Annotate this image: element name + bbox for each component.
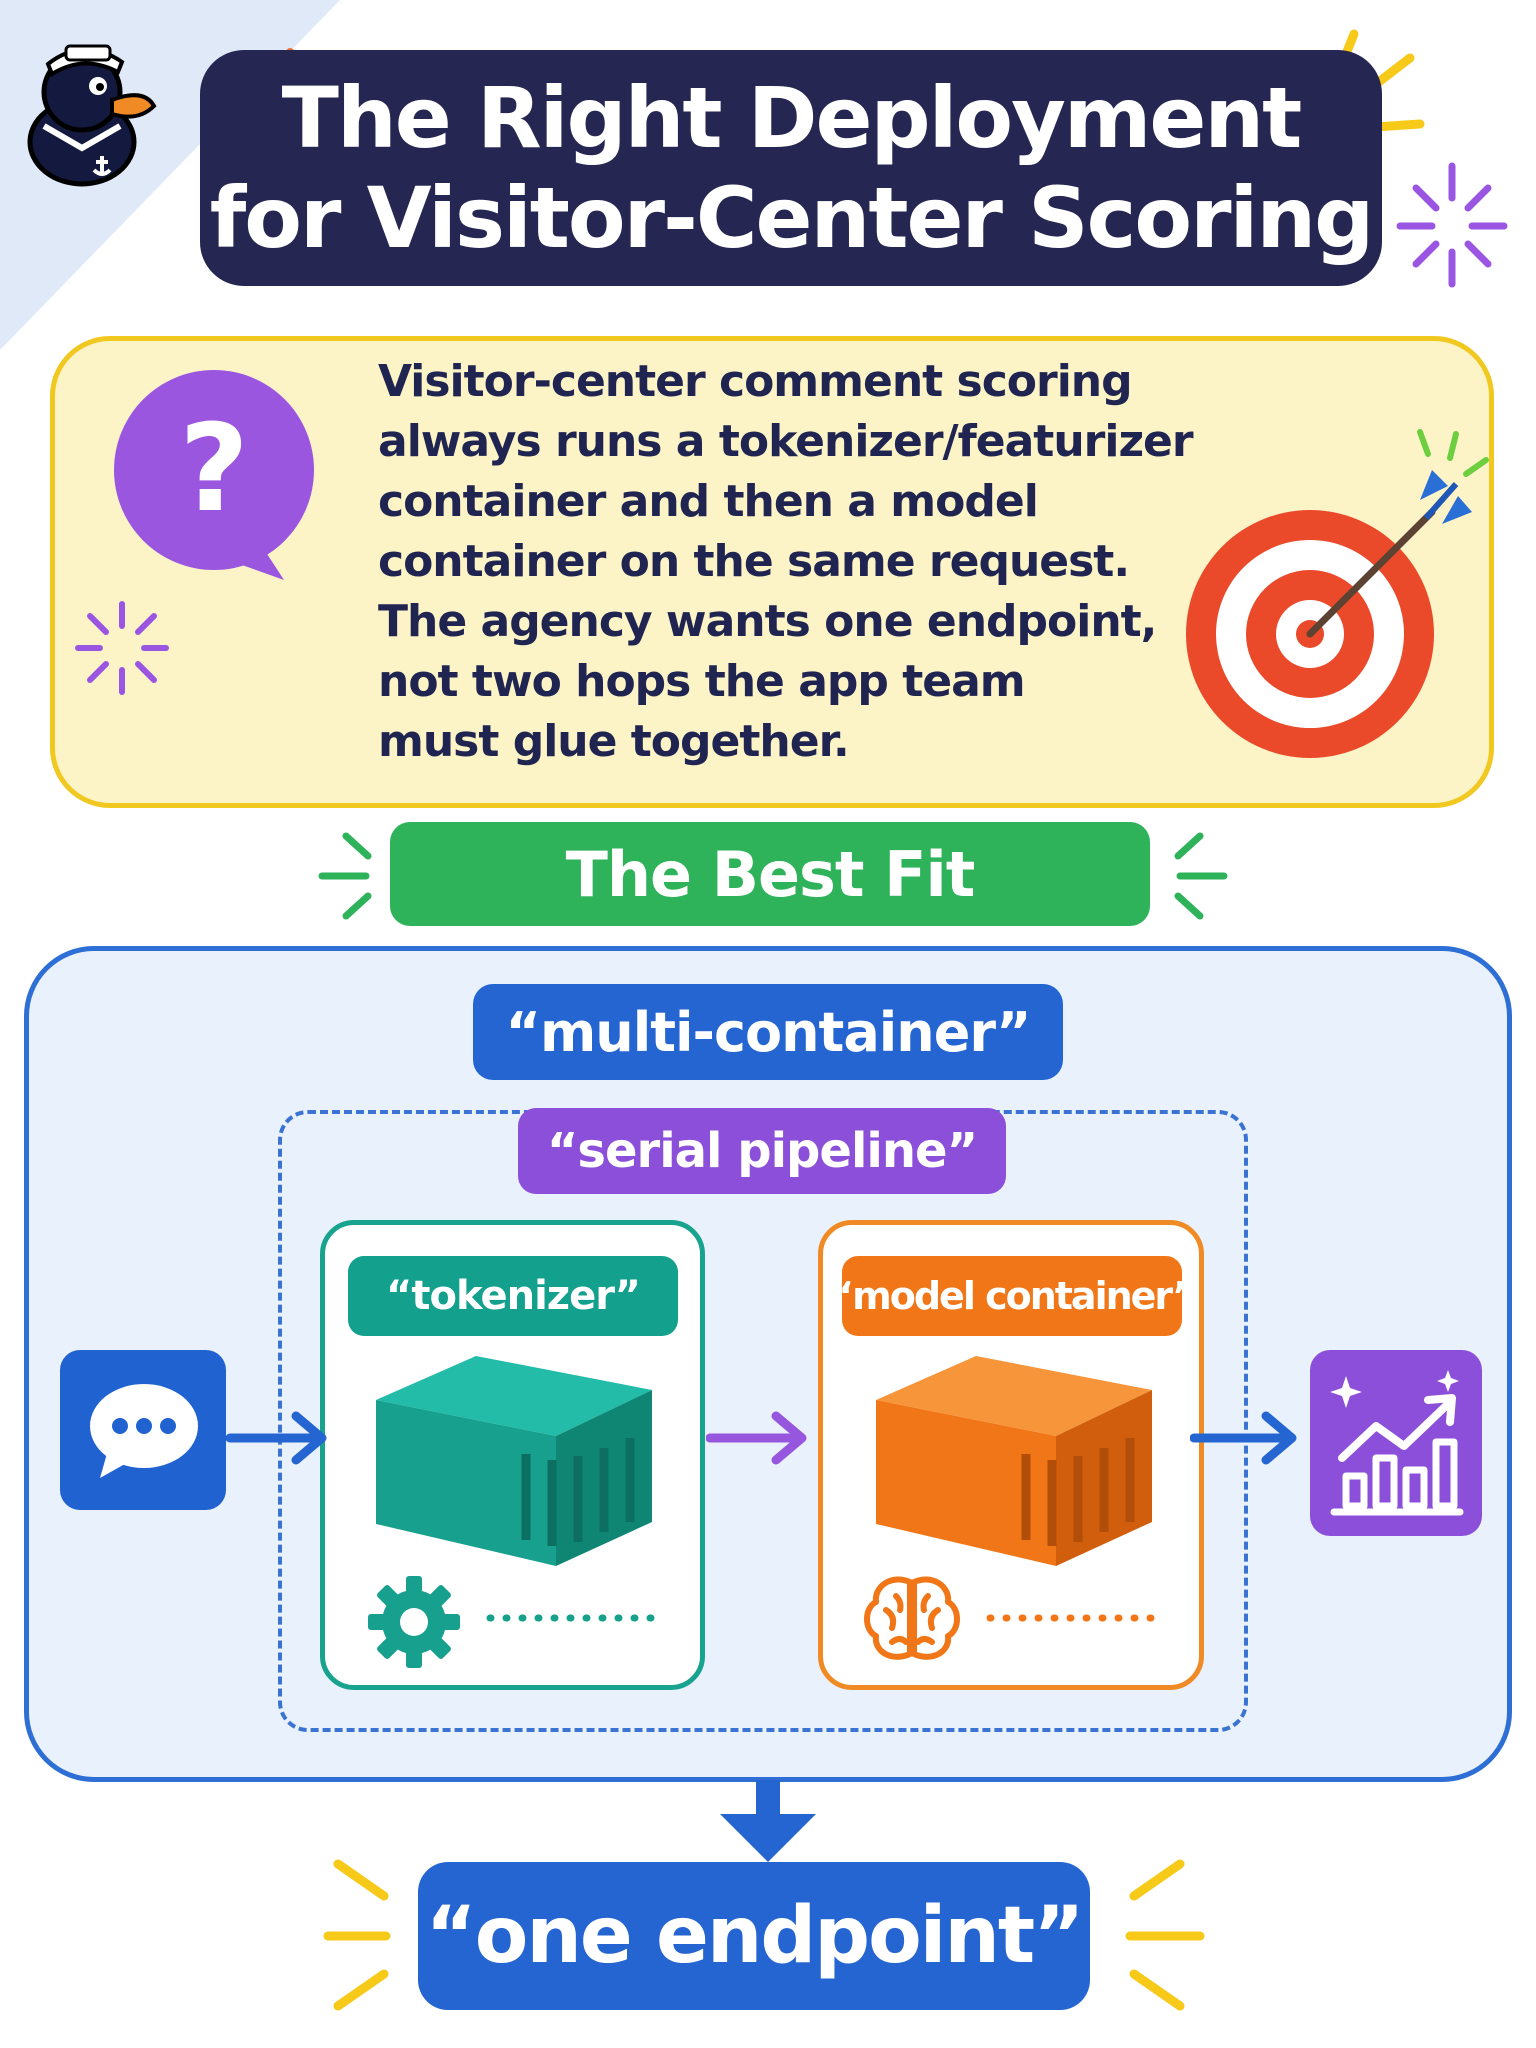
question-line: container on the same request. <box>378 536 1130 587</box>
model-container-icon <box>876 1356 1152 1566</box>
gear-icon <box>368 1576 460 1668</box>
question-bubble-icon: ? <box>114 370 314 580</box>
sparkle-burst-icon <box>75 601 169 695</box>
question-line: not two hops the app team <box>378 656 1026 707</box>
question-line: always runs a tokenizer/featurizer <box>378 416 1194 467</box>
spark-icon <box>1125 1859 1205 2011</box>
multi-container-label: “multi-container” <box>473 984 1063 1080</box>
brain-icon <box>864 1576 960 1660</box>
question-line: must glue together. <box>378 716 850 767</box>
best-fit-banner: The Best Fit <box>390 822 1150 926</box>
sparkle-burst-icon <box>1396 162 1508 288</box>
arrow-right-icon <box>226 1411 327 1465</box>
dotted-line <box>486 1614 656 1622</box>
question-line: The agency wants one endpoint, <box>378 596 1157 647</box>
arrow-down-icon <box>720 1780 816 1862</box>
spark-icon <box>318 832 372 920</box>
arrow-right-icon <box>706 1411 807 1465</box>
serial-pipeline-label: “serial pipeline” <box>518 1108 1006 1194</box>
spark-icon <box>323 1859 391 2011</box>
arrow-right-icon <box>1190 1411 1297 1465</box>
one-endpoint-label: “one endpoint” <box>418 1862 1090 2010</box>
spark-icon <box>1174 832 1228 920</box>
title-line-1: The Right Deployment <box>281 69 1303 167</box>
tokenizer-label: “tokenizer” <box>348 1256 678 1336</box>
question-text: Visitor-center comment scoring always ru… <box>378 352 1194 772</box>
svg-text:?: ? <box>179 400 249 539</box>
tokenizer-container-icon <box>376 1356 652 1566</box>
target-arrow-icon <box>1186 429 1489 758</box>
page-title: The Right Deployment for Visitor-Center … <box>200 50 1382 286</box>
question-line: container and then a model <box>378 476 1039 527</box>
title-line-2: for Visitor-Center Scoring <box>209 169 1375 267</box>
question-line: Visitor-center comment scoring <box>378 356 1133 407</box>
multi-container-panel <box>24 946 1512 1782</box>
chat-bubble-icon <box>90 1384 198 1478</box>
sailor-duck-icon <box>27 44 157 187</box>
model-container-label: “model container” <box>829 1256 1197 1336</box>
growth-chart-icon <box>1330 1370 1464 1516</box>
dotted-line <box>986 1614 1156 1622</box>
